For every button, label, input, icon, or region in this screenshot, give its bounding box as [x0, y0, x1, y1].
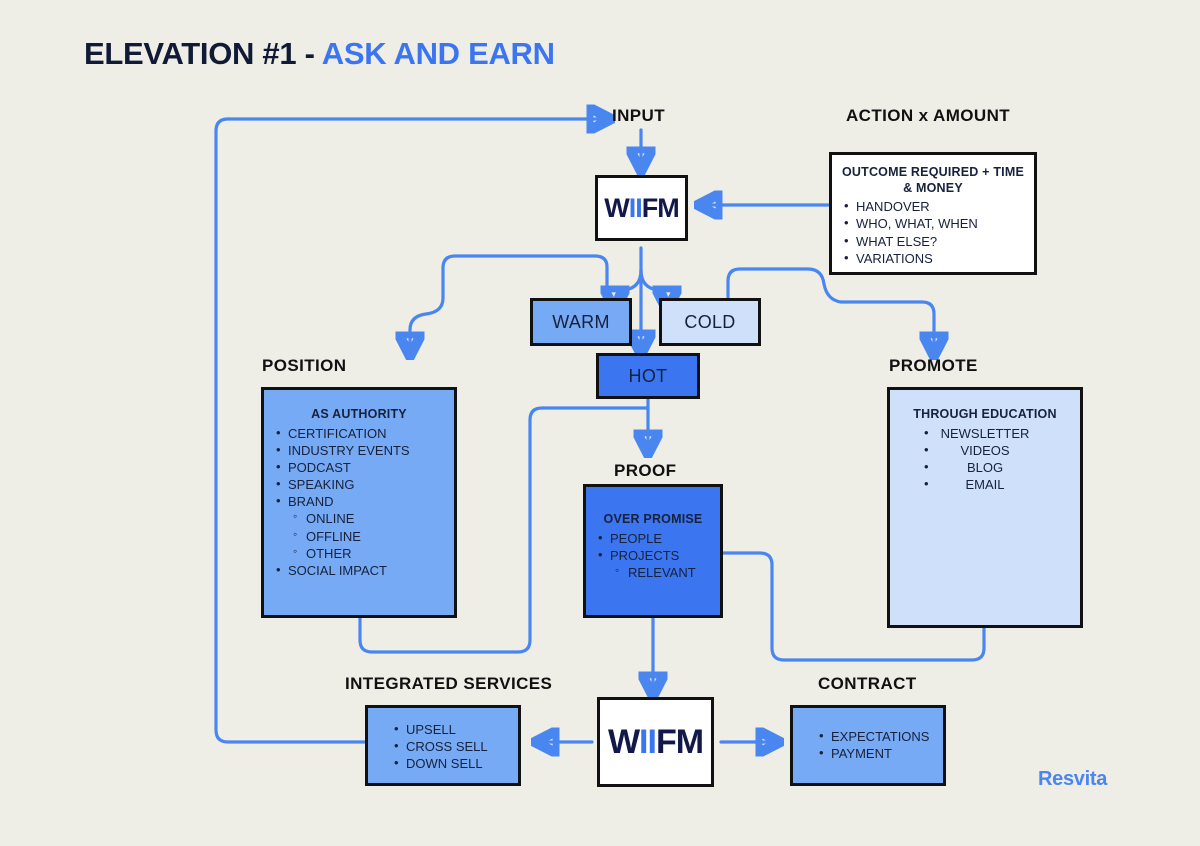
wiifm-logo-part1: W — [607, 722, 640, 761]
list-item: CROSS SELL — [390, 737, 510, 755]
list-item: BRAND — [272, 492, 446, 510]
list-item: CERTIFICATION — [272, 424, 446, 442]
list-item: NEWSLETTER — [898, 424, 1072, 442]
promote-box[interactable]: THROUGH EDUCATION NEWSLETTER VIDEOS BLOG… — [887, 387, 1083, 628]
list-item: HANDOVER — [840, 197, 1026, 215]
wiifm-logo-part3: FM — [641, 192, 680, 223]
position-box-heading: AS AUTHORITY — [311, 407, 407, 421]
input-label: INPUT — [612, 106, 665, 125]
position-box[interactable]: AS AUTHORITY CERTIFICATION INDUSTRY EVEN… — [261, 387, 457, 618]
list-item: EMAIL — [898, 475, 1072, 493]
list-item: VARIATIONS — [840, 249, 1026, 267]
proof-box-list: PEOPLE PROJECTS RELEVANT — [594, 529, 712, 581]
action-amount-box[interactable]: OUTCOME REQUIRED + TIME & MONEY HANDOVER… — [829, 152, 1037, 275]
integrated-services-label: INTEGRATED SERVICES — [345, 674, 553, 693]
promote-box-heading: THROUGH EDUCATION — [913, 407, 1057, 421]
warm-label: WARM — [552, 311, 610, 332]
list-item: WHO, WHAT, WHEN — [840, 214, 1026, 232]
list-item: PEOPLE — [594, 529, 712, 547]
resvita-logo: Resvita — [1038, 768, 1108, 790]
cold-box[interactable]: COLD — [659, 298, 761, 346]
proof-box[interactable]: OVER PROMISE PEOPLE PROJECTS RELEVANT — [583, 484, 723, 618]
list-item: PODCAST — [272, 458, 446, 476]
list-item: PROJECTS — [594, 546, 712, 564]
link-rail-left — [470, 256, 482, 652]
integrated-services-box[interactable]: UPSELL CROSS SELL DOWN SELL — [365, 705, 521, 786]
list-item: SPEAKING — [272, 475, 446, 493]
list-item: WHAT ELSE? — [840, 232, 1026, 250]
wiifm-logo-part2: II — [628, 192, 643, 223]
list-item: ONLINE — [272, 509, 446, 527]
cold-label: COLD — [684, 311, 736, 332]
contract-label: CONTRACT — [818, 674, 917, 693]
list-item: PAYMENT — [815, 744, 935, 762]
proof-box-heading: OVER PROMISE — [603, 512, 703, 526]
list-item: OTHER — [272, 544, 446, 562]
list-item: UPSELL — [390, 720, 510, 738]
wiifm-logo-part1: W — [604, 192, 630, 223]
list-item: VIDEOS — [898, 441, 1072, 459]
hot-box[interactable]: HOT — [596, 353, 700, 399]
title-dark-part: ELEVATION #1 - — [84, 36, 322, 71]
contract-box[interactable]: EXPECTATIONS PAYMENT — [790, 705, 946, 786]
integrated-services-list: UPSELL CROSS SELL DOWN SELL — [390, 720, 510, 772]
hot-label: HOT — [628, 365, 668, 386]
list-item: OFFLINE — [272, 527, 446, 545]
proof-label: PROOF — [614, 461, 677, 480]
position-label: POSITION — [262, 356, 347, 375]
promote-label: PROMOTE — [889, 356, 978, 375]
list-item: SOCIAL IMPACT — [272, 561, 446, 579]
page-title: ELEVATION #1 - ASK AND EARN — [84, 36, 555, 72]
position-box-list: CERTIFICATION INDUSTRY EVENTS PODCAST SP… — [272, 424, 446, 579]
list-item: DOWN SELL — [390, 754, 510, 772]
contract-list: EXPECTATIONS PAYMENT — [815, 727, 935, 762]
action-box-list: HANDOVER WHO, WHAT, WHEN WHAT ELSE? VARI… — [840, 197, 1026, 267]
action-box-heading: OUTCOME REQUIRED + TIME & MONEY — [841, 165, 1025, 195]
list-item: EXPECTATIONS — [815, 727, 935, 745]
title-blue-part: ASK AND EARN — [321, 36, 555, 71]
wiifm-logo-part3: FM — [655, 722, 704, 761]
warm-box[interactable]: WARM — [530, 298, 632, 346]
list-item: BLOG — [898, 458, 1072, 476]
list-item: INDUSTRY EVENTS — [272, 441, 446, 459]
wiifm-logo-part2: II — [639, 722, 657, 761]
promote-box-list: NEWSLETTER VIDEOS BLOG EMAIL — [898, 424, 1072, 494]
list-item: RELEVANT — [594, 563, 712, 581]
action-amount-label: ACTION x AMOUNT — [846, 106, 1011, 125]
